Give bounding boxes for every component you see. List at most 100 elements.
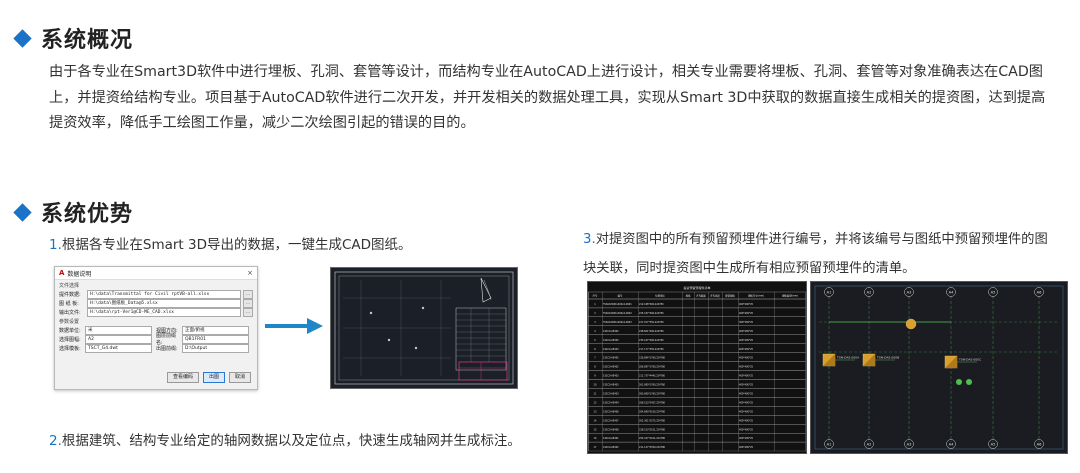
table-cell: 208.513*2457,224780 [639,401,666,404]
table-row [588,406,806,416]
embedded-part-hatch [823,354,835,366]
axis-bubble-top [946,287,956,297]
table-cell: 228.601*400,224780 [639,330,664,333]
axis-bubble-bottom [904,439,914,449]
table-row [588,397,806,407]
table-cell: 211.737*4445,224780 [639,375,666,378]
table-cell: 14 [594,419,597,422]
autocad-logo-icon: A [59,269,65,277]
table-cell: 400*400*25 [739,446,754,449]
step-number: 2. [49,433,62,449]
section-title: 系统概况 [41,28,134,53]
table-cell: 9 [594,375,596,378]
file-row: 图 纸 板: H:\data\图纸板_Data@5.xlsx … [59,298,253,308]
field-label: 选择图幅: [59,336,81,343]
axis-bubble-top [904,287,914,297]
table-header-cell: 套管规格 [725,294,735,298]
browse-button[interactable]: … [243,307,253,317]
dialog-buttons: 查看编码 出图 取消 [166,372,251,383]
step-text: 根据各专业在Smart 3D导出的数据，一键生成CAD图纸。 [61,237,412,253]
table-cell: 206.897*1760,224780 [639,366,666,369]
group-label: 参数设置 [59,319,80,325]
step-2: 2.根据建筑、结构专业给定的轴网数据以及定位点，快速生成轴网并生成标注。 [49,429,521,449]
table-cell: 400*400*25 [739,366,754,369]
source-file-field[interactable]: H:\data\Transmittal for Civil rptVB-all.… [87,289,241,299]
browse-button[interactable]: … [243,289,253,299]
cad-drawing-preview [330,267,518,389]
cancel-button[interactable]: 取消 [228,372,251,383]
check-code-button[interactable]: 查看编码 [166,372,199,383]
axis-label: A2 [867,442,872,446]
view-direction-select[interactable]: 正面/俯视 [182,325,249,335]
table-cell: 10 [594,384,597,387]
right-arrow-icon [265,318,323,334]
param-row: 数据单位:米 视图方向:正面/俯视 [59,325,253,335]
table-cell: 400*400*25 [739,437,754,440]
table-cell: 400*400*25 [739,312,754,315]
table-cell: 202.301*3275,224780 [639,419,666,422]
table-cell: 1S2C0-AE407 [603,419,619,422]
table-cell: 400*400*25 [739,401,754,404]
table-cell: 217.017*350,224780 [639,321,664,324]
axis-label: A4 [949,290,954,294]
table-cell: 4 [594,330,596,333]
table-cell: 400*400*25 [739,330,754,333]
template-file-field[interactable]: H:\data\图纸板_Data@5.xlsx [87,298,241,308]
axis-bubble-top [988,287,998,297]
table-cell: TSN-D200Dn400x4-0002 [603,312,632,315]
table-cell: 1S2C0-AE403 [603,392,619,395]
table-cell: 252.417*2101,224780 [639,437,666,440]
table-cell: 226.894*1760,224780 [639,357,666,360]
table-cell: 400*400*25 [739,419,754,422]
table-row [588,334,806,344]
table-cell: 1S2C0-AE402 [603,366,619,369]
embedded-part-hatch [863,354,875,366]
output-prefix-field[interactable]: D:\Output [182,343,249,353]
browse-button[interactable]: … [243,298,253,308]
axis-label: A5 [991,442,996,446]
table-cell: 400*400*25 [739,348,754,351]
axis-bubble-top [824,287,834,297]
table-cell: 6 [594,348,596,351]
marker-dot [966,379,972,385]
layer-prefix-field[interactable]: QB1FR01 [182,334,249,344]
close-icon[interactable]: × [247,269,253,277]
axis-label: A4 [949,442,954,446]
table-row [588,325,806,335]
plot-button[interactable]: 出图 [202,372,225,383]
table-row [588,361,806,371]
table-cell: 300*300*25 [739,321,754,324]
step-text: 根据建筑、结构专业给定的轴网数据以及定位点，快速生成轴网并生成标注。 [61,433,521,449]
axis-label: A1 [827,290,832,294]
axis-bubble-bottom [1034,439,1044,449]
axis-label: A1 [827,442,832,446]
axis-bubble-bottom [864,439,874,449]
param-row: 选择模板:TSCT_G4.dwt 出图前缀:D:\Output [59,343,253,353]
table-cell: 1S2C0-AE405 [603,357,619,360]
axis-bubble-top [864,287,874,297]
diamond-bullet-icon [13,202,32,222]
table-cell: 1S2C0-AE408 [603,428,619,431]
table-header-cell: 开孔截面 [696,294,706,298]
table-cell: 225.167*400,224780 [639,312,664,315]
table-header-cell: 埋板类型(mm) [782,294,798,298]
table-title: 提资预留预埋件清单 [683,285,710,290]
table-cell: 400*400*25 [739,357,754,360]
unit-select[interactable]: 米 [85,325,152,335]
table-cell: 400*400*25 [739,392,754,395]
axis-label: A6 [1037,442,1042,446]
output-file-field[interactable]: H:\data\rpt-Ver1@CD-ME_CAD.xlsx [87,307,241,317]
table-row [588,370,806,380]
table-header-cell: 编号 [618,294,623,298]
template-select[interactable]: TSCT_G4.dwt [85,343,152,353]
table-cell: 1S2C0-AE404 [603,401,619,404]
table-cell: 400*400*25 [739,339,754,342]
sheet-size-select[interactable]: A2 [85,334,152,344]
table-header-cell: 规格 [686,294,691,298]
table-cell: 400*400*25 [739,384,754,387]
table-row [588,379,806,389]
table-cell: 400*400*25 [739,303,754,306]
table-cell: 7 [594,357,596,360]
table-cell: 16 [594,437,597,440]
